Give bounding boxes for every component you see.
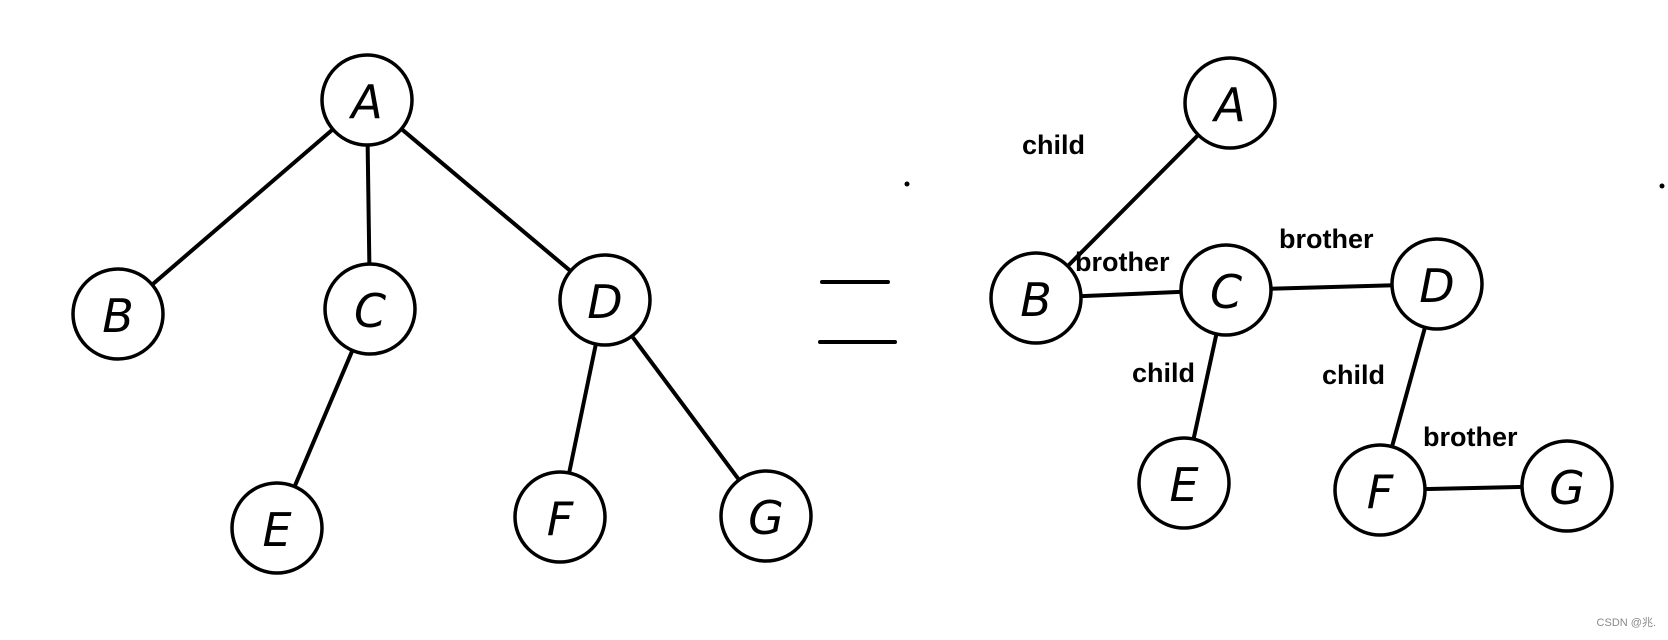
right-node-circle: [1183, 56, 1277, 150]
right-node-label: G: [1549, 461, 1585, 515]
left-tree-edges: [148, 125, 743, 491]
right-node-label: E: [1169, 458, 1198, 512]
right-tree-edges: [1064, 131, 1527, 492]
right-node-label: B: [1020, 273, 1052, 327]
left-node-label: F: [547, 492, 574, 546]
right-edge-label-child: child: [1132, 358, 1195, 388]
right-node-g: G: [1520, 439, 1614, 533]
right-node-label: F: [1367, 465, 1394, 519]
left-node-a: A: [320, 53, 414, 147]
right-edge-a-b: [1064, 131, 1202, 270]
left-edge-a-d: [397, 125, 575, 275]
left-node-g: G: [719, 469, 813, 563]
right-node-circle: [1137, 436, 1231, 530]
left-node-label: A: [348, 75, 382, 129]
right-node-b: B: [989, 251, 1083, 345]
left-edge-a-b: [148, 126, 337, 288]
right-node-c: C: [1179, 243, 1273, 337]
left-edge-a-c: [365, 140, 372, 269]
right-node-circle: [1179, 243, 1273, 337]
left-node-e: E: [230, 481, 324, 575]
right-node-circle: [989, 251, 1083, 345]
right-node-a: A: [1183, 56, 1277, 150]
stray-ink-dot: [1659, 183, 1665, 189]
left-tree: A B C D E F G: [71, 53, 813, 575]
right-edge-label-brother: brother: [1279, 224, 1374, 254]
right-tree: child brother brother child child brother A B C…: [989, 56, 1614, 537]
left-node-f: F: [513, 470, 607, 564]
right-node-e: E: [1137, 436, 1231, 530]
left-node-label: E: [262, 503, 291, 557]
left-node-label: B: [102, 289, 134, 343]
right-node-label: A: [1211, 78, 1245, 132]
left-node-circle: [230, 481, 324, 575]
right-node-d: D: [1390, 237, 1484, 331]
left-edge-d-g: [628, 332, 743, 484]
right-edge-b-c: [1076, 289, 1186, 299]
equals-sign: [818, 280, 897, 344]
right-node-label: C: [1210, 265, 1242, 319]
right-tree-edge-labels: child brother brother child child brother: [1022, 130, 1518, 452]
left-node-c: C: [323, 262, 417, 356]
right-edge-label-child: child: [1022, 130, 1085, 160]
left-node-label: C: [354, 284, 386, 338]
right-edge-label-brother: brother: [1423, 422, 1518, 452]
right-edge-label-child: child: [1322, 360, 1385, 390]
left-node-circle: [71, 267, 165, 361]
right-edge-c-e: [1191, 330, 1219, 443]
right-edge-c-d: [1266, 283, 1397, 291]
left-edge-c-e: [291, 346, 356, 491]
left-tree-nodes: A B C D E F G: [71, 53, 813, 575]
watermark: CSDN @兆.: [1596, 617, 1656, 629]
left-node-circle: [513, 470, 607, 564]
left-node-b: B: [71, 267, 165, 361]
left-node-circle: [719, 469, 813, 563]
left-edge-d-f: [566, 340, 599, 477]
right-edge-d-f: [1389, 323, 1428, 451]
left-node-d: D: [558, 253, 652, 347]
right-tree-nodes: A B C D E F G: [989, 56, 1614, 537]
right-node-label: D: [1419, 259, 1454, 313]
left-node-label: G: [748, 491, 784, 545]
left-node-circle: [558, 253, 652, 347]
left-node-circle: [320, 53, 414, 147]
right-node-circle: [1333, 443, 1427, 537]
right-node-circle: [1520, 439, 1614, 533]
right-node-circle: [1390, 237, 1484, 331]
right-edge-label-brother: brother: [1075, 247, 1170, 277]
stray-ink-dot: [904, 181, 910, 187]
left-node-circle: [323, 262, 417, 356]
right-edge-f-g: [1420, 484, 1527, 492]
left-node-label: D: [587, 275, 622, 329]
right-node-f: F: [1333, 443, 1427, 537]
